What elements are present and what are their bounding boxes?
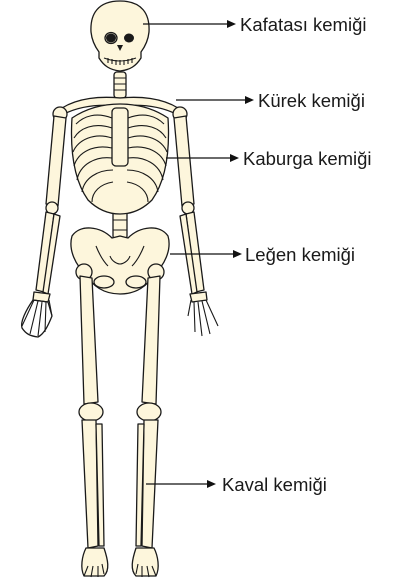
label-tibia: Kaval kemiği	[146, 474, 327, 495]
label-scapula-text: Kürek kemiği	[258, 90, 365, 111]
left-arm	[22, 116, 66, 337]
ribcage	[72, 104, 169, 214]
label-tibia-text: Kaval kemiği	[222, 474, 327, 495]
label-ribs: Kaburga kemiği	[166, 148, 372, 169]
skull	[91, 1, 149, 71]
right-arm	[174, 116, 218, 336]
right-leg	[132, 264, 164, 577]
label-ribs-text: Kaburga kemiği	[243, 148, 372, 169]
label-skull: Kafatası kemiği	[143, 14, 366, 35]
label-scapula: Kürek kemiği	[176, 90, 365, 111]
label-skull-text: Kafatası kemiği	[240, 14, 366, 35]
label-pelvis-text: Leğen kemiği	[245, 244, 355, 265]
left-leg	[76, 264, 108, 577]
